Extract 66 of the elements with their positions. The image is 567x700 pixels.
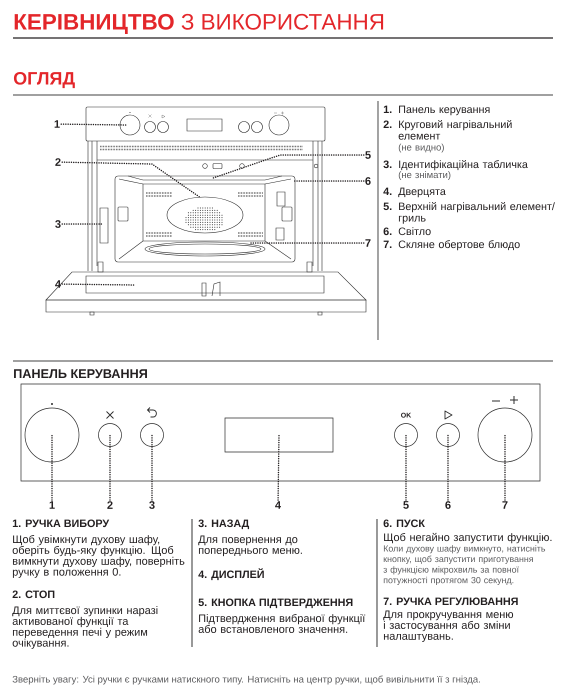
callout-number: 6 [365, 177, 371, 185]
leader-line [151, 434, 153, 501]
leader-line [212, 154, 364, 179]
control-panel [20, 384, 540, 482]
note-text: Коли духову шафу вимкнуто, натисніть кнопку, щоб запустити приготування з функцією мікрохвиль за повної потужності протягом 30 секунд. [383, 545, 546, 586]
leader-line [62, 283, 136, 286]
item-heading: 1. РУЧКА ВИБОРУ [12, 519, 110, 528]
callout-number: 3 [149, 501, 155, 509]
callout-number: 6 [445, 501, 451, 509]
list-item: Ідентифікаційна табличка [399, 160, 528, 170]
item-heading: 6. ПУСК [384, 519, 425, 528]
description-text: Для прокручування меню і застосування або зміни налаштувань. [383, 610, 514, 642]
leader-line [277, 434, 280, 501]
page-title: КЕРІВНИЦТВО З ВИКОРИСТАННЯ [14, 14, 384, 34]
callout-number: 2 [107, 501, 113, 509]
list-number: 4. [383, 188, 392, 195]
leader-line [292, 180, 364, 182]
list-item: Скляне обертове блюдо [398, 240, 520, 250]
list-item: Панель керування [399, 106, 490, 116]
description-text: Для повернення до попереднього меню. [198, 535, 302, 556]
push-button [394, 423, 418, 447]
section-heading: ПАНЕЛЬ КЕРУВАННЯ [14, 369, 147, 378]
description-text: Для миттєвої зупинки наразі активованої функції та переведення печі у режим очікування. [12, 606, 158, 649]
list-number: 2. [384, 120, 392, 128]
list-number: 5. [384, 202, 392, 210]
callout-number: 7 [365, 239, 371, 247]
leader-line [447, 434, 449, 501]
callout-number: 5 [365, 151, 371, 159]
list-item: Верхній нагрівальний елемент/ гриль [398, 202, 555, 224]
section-heading: ОГЛЯД [14, 72, 75, 88]
note-text: (не видно) [398, 144, 444, 152]
leader-line [60, 123, 127, 126]
callout-number: 7 [502, 501, 508, 509]
footnote: Зверніть увагу: Усі ручки є ручками натискного типу. Натисніть на центр ручки, щоб вивільнити її з гнізда. [12, 675, 480, 684]
leader-line [249, 242, 364, 244]
list-item: Дверцята [398, 188, 446, 198]
description-text: Підтвердження вибраної функції або встановленого значення. [198, 614, 366, 633]
display-window [224, 418, 334, 452]
push-button [98, 423, 122, 447]
list-number: 1. [384, 106, 392, 113]
list-number: 3. [383, 160, 392, 168]
list-item: Світло [398, 227, 431, 236]
leader-line [109, 434, 111, 501]
description-text: Щоб увімкнути духову шафу, оберіть будь-яку функцію. Щоб вимкнути духову шафу, поверніть ручку в положення 0. [12, 534, 184, 578]
leader-line [51, 434, 53, 501]
callout-number: 5 [403, 501, 409, 509]
list-number: 7. [384, 240, 392, 248]
selector-knob [24, 408, 80, 462]
leader-line [504, 434, 506, 501]
item-heading: 4. ДИСПЛЕЙ [198, 568, 264, 580]
item-heading: 2. СТОП [12, 590, 54, 598]
list-item: Круговий нагрівальний елемент [398, 120, 512, 140]
leader-line [405, 434, 407, 501]
push-button [140, 423, 164, 447]
list-number: 6. [384, 228, 392, 236]
note-text: (не знімати) [398, 171, 450, 180]
item-heading: 7. РУЧКА РЕГУЛЮВАННЯ [384, 597, 518, 606]
leader-line [62, 223, 103, 225]
adjust-knob [478, 408, 532, 462]
item-heading: 5. КНОПКА ПІДТВЕРДЖЕННЯ [198, 598, 352, 608]
callout-number: 4 [275, 501, 281, 509]
item-heading: 3. НАЗАД [198, 519, 250, 530]
callout-number: 1 [50, 501, 55, 509]
leader-line [62, 161, 202, 199]
push-button [436, 423, 460, 447]
description-text: Щоб негайно запустити функцію. [384, 532, 552, 544]
